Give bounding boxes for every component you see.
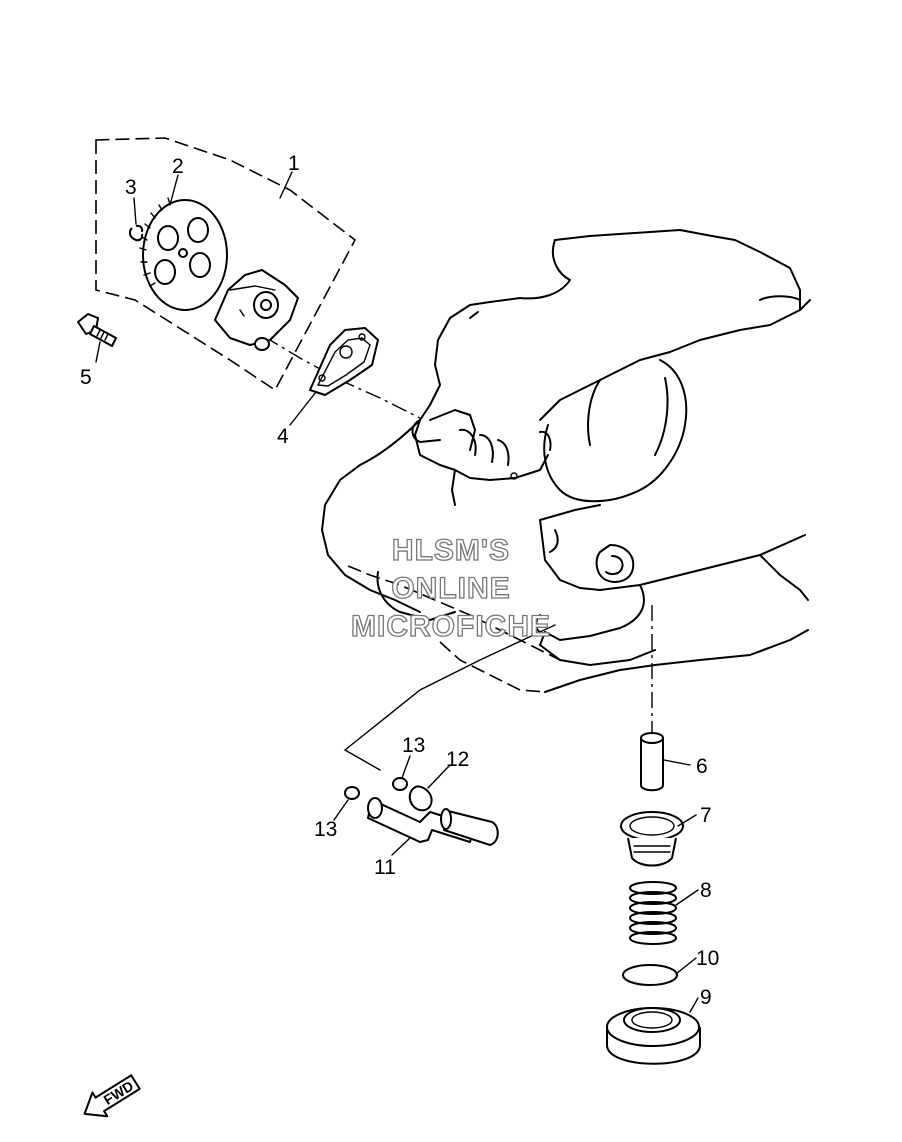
oil-pump-gear: [139, 197, 228, 311]
strainer-spring: [629, 881, 677, 945]
callout-6: 6: [696, 755, 708, 778]
crankcase: [321, 229, 811, 693]
drain-leader-line: [343, 624, 556, 771]
oil-strainer: [620, 811, 684, 867]
callout-10: 10: [696, 947, 719, 970]
callout-8: 8: [700, 879, 712, 902]
callout-5: 5: [80, 366, 92, 389]
oil-pump-body: [214, 269, 299, 351]
pump-bolt: [77, 313, 117, 347]
callout-7: 7: [700, 804, 712, 827]
callout-13-lower: 13: [314, 818, 337, 841]
callout-12: 12: [446, 748, 469, 771]
callout-2: 2: [172, 155, 184, 178]
watermark-line-2: ONLINE: [391, 572, 510, 605]
watermark-line-1: HLSM'S: [392, 534, 510, 567]
callout-numbers: 1 2 3 5 4 6 7 8 10 9 11 12 13 13: [80, 152, 719, 1009]
forward-direction-arrow: FWD: [83, 1074, 141, 1118]
drain-plug-cap: [606, 1007, 701, 1065]
small-o-ring: [392, 777, 408, 791]
oil-pump-assembly-group: [95, 137, 357, 392]
pump-gasket: [309, 327, 379, 396]
retaining-clip: [408, 785, 433, 812]
callout-1: 1: [288, 152, 300, 175]
oil-delivery-pipe: [367, 797, 499, 846]
circlip: [128, 224, 144, 242]
watermark-line-3: MICROFICHE: [351, 610, 551, 643]
small-o-ring: [344, 786, 360, 800]
callout-4: 4: [277, 425, 289, 448]
callout-9: 9: [700, 986, 712, 1009]
callout-11: 11: [374, 856, 396, 879]
oil-pipe: [640, 732, 664, 792]
watermark: HLSM'S ONLINE MICROFICHE: [350, 533, 551, 643]
callout-3: 3: [125, 176, 137, 199]
o-ring: [622, 964, 678, 986]
callout-13-upper: 13: [402, 734, 425, 757]
leader-lines: [95, 171, 699, 1013]
